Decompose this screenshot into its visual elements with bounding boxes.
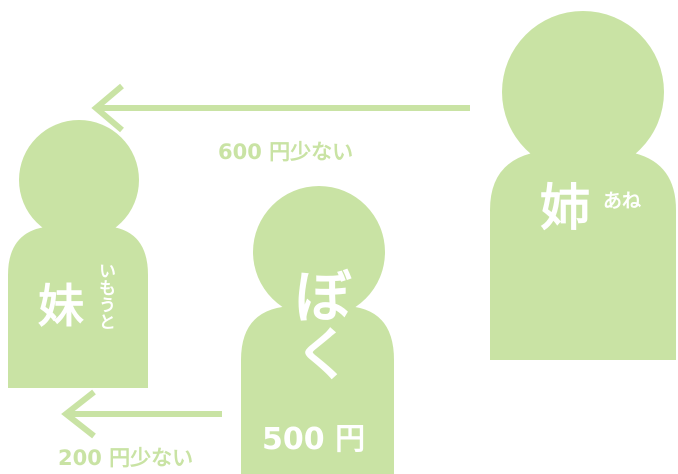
me-head	[253, 186, 385, 318]
arrow-bottom	[61, 389, 222, 439]
arrow-top	[91, 83, 470, 133]
older-sister-kanji: 姉	[540, 179, 590, 237]
older-sister-reading: あね	[603, 190, 642, 212]
figure-older-sister	[490, 11, 676, 360]
me-name: ぼく	[284, 266, 352, 382]
arrow-bottom-head	[61, 389, 96, 439]
younger-sister-reading: いもうと	[95, 262, 115, 330]
me-body	[241, 306, 394, 474]
figure-younger-sister	[8, 120, 148, 388]
older-sister-head	[502, 11, 664, 173]
arrow-top-label: 600 円少ない	[218, 140, 354, 164]
younger-sister-body	[8, 226, 148, 388]
younger-sister-kanji: 妹	[38, 279, 84, 333]
figure-me	[241, 186, 394, 474]
arrow-top-head	[91, 83, 124, 133]
arrow-bottom-label: 200 円少ない	[58, 446, 194, 470]
younger-sister-head	[19, 120, 139, 240]
me-amount: 500 円	[262, 422, 366, 457]
older-sister-body	[490, 150, 676, 360]
